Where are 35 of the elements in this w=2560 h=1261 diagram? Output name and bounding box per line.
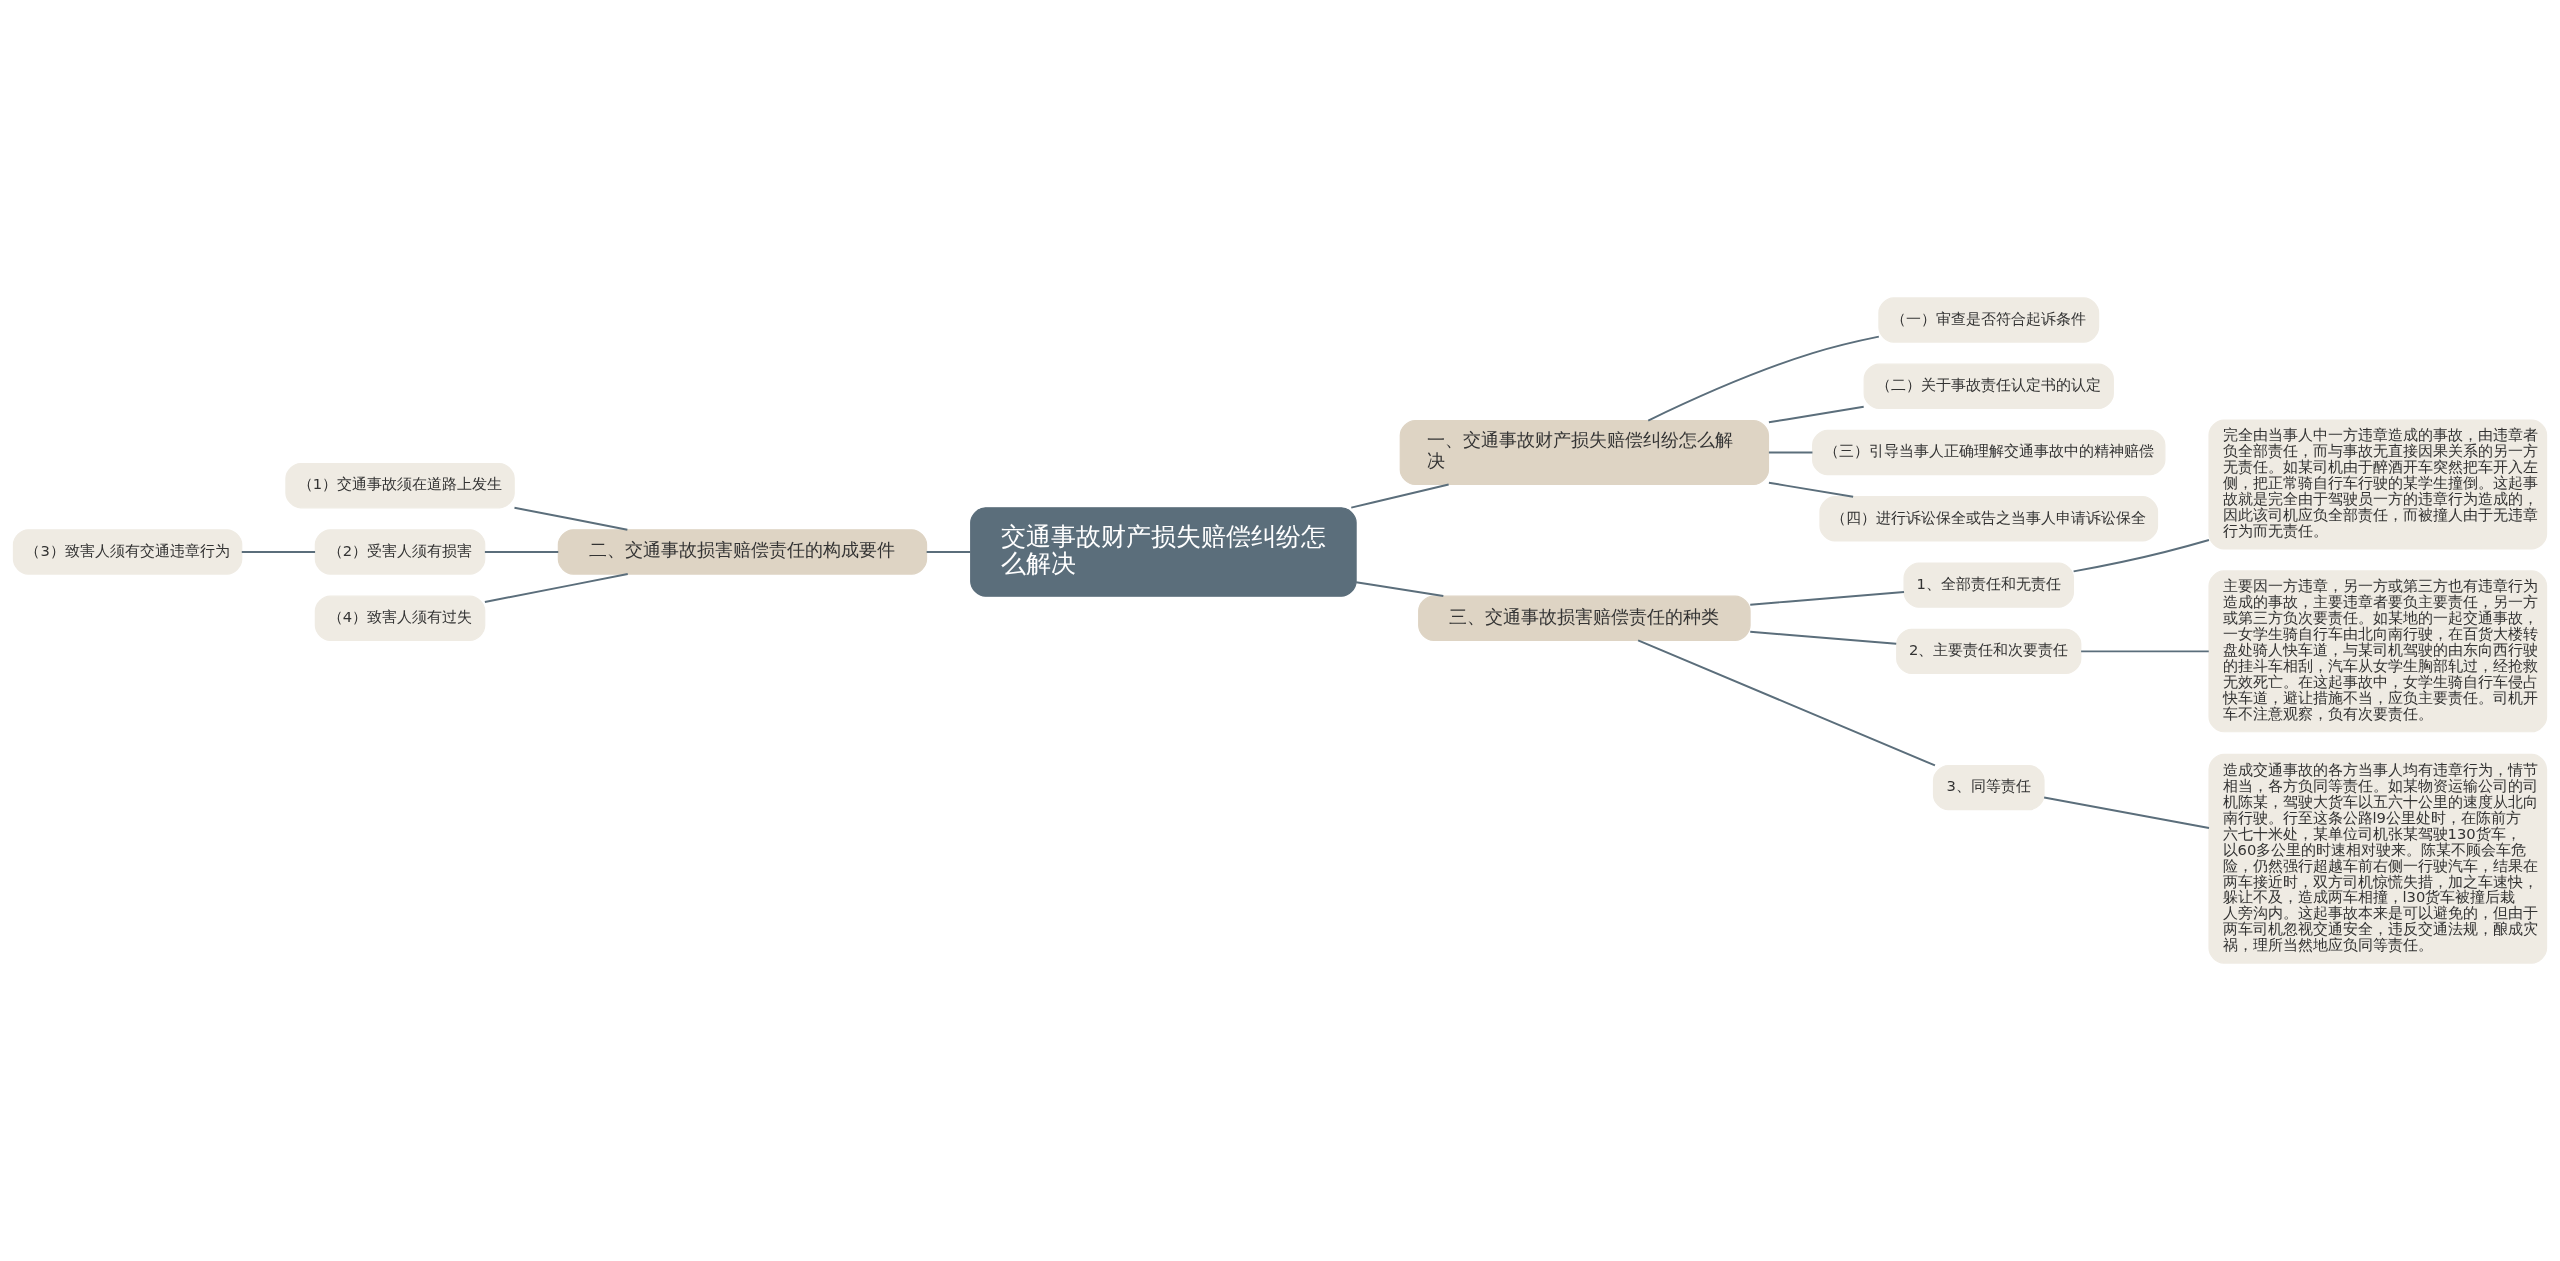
connector <box>2080 650 2210 653</box>
node-box: 一、交通事故财产损失赔偿纠纷怎么解决 <box>1399 420 1770 486</box>
node-box: 造成交通事故的各方当事人均有违章行为，情节相当，各方负同等责任。如某物资运输公司的司机陈某，驾驶大货车以五六十公里的速度从北向南行驶。行至这条公路l9公里处时，在陈前方六七十米处，某单位司机张某驾驶130货车，以60多公里的时速相对驶来。陈某不顾会车危险，仍然强行超越车前右侧一行驶汽车，结果在两车接近时，双方司机惊慌失措，加之车速快，躲让不及，造成两车相撞，l30货车被撞后栽人旁沟内。这起事故本来是可以避免的，但由于两车司机忽视交通安全，违反交通法规，酿成灾祸，理所当然地应负同等责任。 <box>2208 753 2548 964</box>
node-box: （2）受害人须有损害 <box>314 529 486 575</box>
node-box: 交通事故财产损失赔偿纠纷怎么解决 <box>970 507 1357 597</box>
connector <box>1647 335 1880 422</box>
connector <box>1749 630 1898 645</box>
connector <box>1767 405 1865 424</box>
connector <box>925 550 972 553</box>
node-box: （3）致害人须有交通违章行为 <box>12 529 243 575</box>
node-box: 主要因一方违章，另一方或第三方也有违章行为造成的事故，主要违章者要负主要责任，另一方或第三方负次要责任。如某地的一起交通事故，一女学生骑自行车由北向南行驶，在百货大楼转盘处骑人快车道，与某司机驾驶的由东向西行驶的挂斗车相刮，汽车从女学生胸部轧过，经抢救无效死亡。在这起事故中，女学生骑自行车侵占快车道，避让措施不当，应负主要责任。司机开车不注意观察，负有次要责任。 <box>2208 570 2548 733</box>
node-box: 三、交通事故损害赔偿责任的种类 <box>1418 595 1751 641</box>
node-box: 3、同等责任 <box>1932 764 2045 811</box>
node-box: 二、交通事故损害赔偿责任的构成要件 <box>557 529 928 575</box>
node-box: （4）致害人须有过失 <box>314 595 486 641</box>
node-box: 完全由当事人中一方违章造成的事故，由违章者负全部责任，而与事故无直接因果关系的另一方无责任。如某司机由于醉酒开车突然把车开入左侧，把正常骑自行车行驶的某学生撞倒。这起事故就是完全由于驾驶员一方的违章行为造成的，因此该司机应负全部责任，而被撞人由于无违章行为而无责任。 <box>2208 419 2548 550</box>
node-box: （一）审查是否符合起诉条件 <box>1878 297 2100 343</box>
connector <box>1767 451 1814 454</box>
connector <box>483 573 629 603</box>
node-box: （三）引导当事人正确理解交通事故中的精神赔偿 <box>1812 429 2166 476</box>
connector <box>1350 483 1450 509</box>
connector <box>1355 581 1445 598</box>
node-box: 2、主要责任和次要责任 <box>1896 628 2082 675</box>
node-box: （1）交通事故须在道路上发生 <box>285 462 515 509</box>
connector <box>1767 481 1855 498</box>
connector <box>1749 591 1905 606</box>
connector <box>513 506 629 531</box>
connector <box>483 550 560 553</box>
connector <box>2043 796 2210 829</box>
connector <box>240 550 317 553</box>
node-box: （二）关于事故责任认定书的认定 <box>1863 363 2114 409</box>
node-box: （四）进行诉讼保全或告之当事人申请诉讼保全 <box>1819 496 2159 542</box>
connector <box>1637 639 1936 767</box>
node-box: 1、全部责任和无责任 <box>1903 562 2075 608</box>
connector <box>2072 538 2210 573</box>
